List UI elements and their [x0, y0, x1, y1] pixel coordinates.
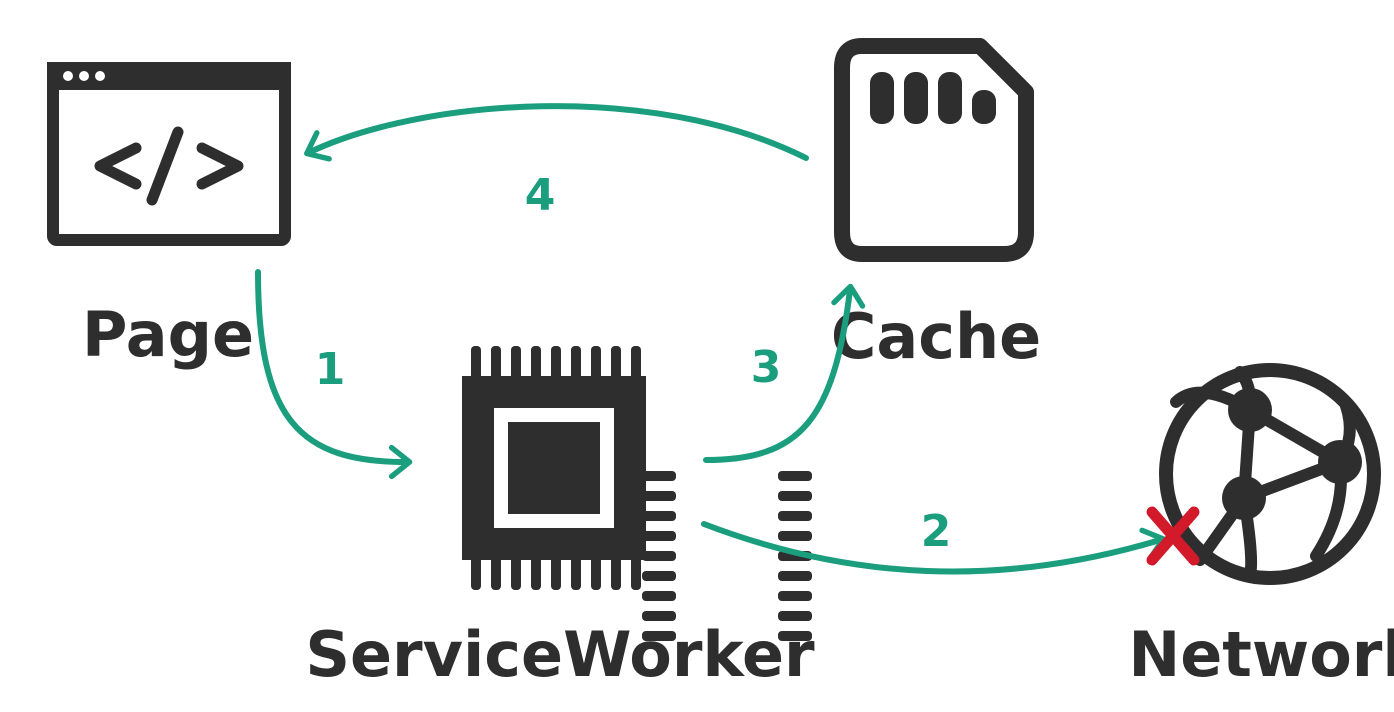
sd-card-icon [834, 38, 1034, 262]
arrow-cache-to-page [304, 103, 809, 162]
chip-pin [778, 491, 812, 501]
chip-pin [511, 556, 521, 590]
chip-pin [778, 511, 812, 521]
step-4-label: 4 [525, 170, 556, 221]
chip-pin [471, 346, 481, 380]
step-3-label: 3 [751, 342, 782, 393]
chip-pin [511, 346, 521, 380]
arrow-service-worker-to-cache [703, 283, 866, 463]
chip-pin [642, 551, 676, 561]
chip-pin [471, 556, 481, 590]
chip-pin [611, 556, 621, 590]
network-label: Network [1128, 618, 1394, 691]
chip-pin [491, 346, 501, 380]
chip-pin [642, 491, 676, 501]
page-label: Page [82, 298, 254, 371]
chip-pin [778, 611, 812, 621]
cache-label: Cache [831, 300, 1041, 373]
chip-pin [778, 571, 812, 581]
chip-pin [642, 571, 676, 581]
arrow-service-worker-to-network [701, 521, 1167, 575]
chip-pin [591, 346, 601, 380]
globe-network-icon [1159, 363, 1381, 585]
step-2-label: 2 [921, 506, 952, 557]
chip-pin [571, 346, 581, 380]
chip-pin [551, 556, 561, 590]
code-window-icon [47, 62, 291, 246]
chip-pin [642, 631, 676, 641]
chip-pin [531, 346, 541, 380]
chip-pin [591, 556, 601, 590]
chip-pin [642, 471, 676, 481]
step-1-label: 1 [315, 344, 346, 395]
service-worker-label: ServiceWorker [305, 618, 815, 691]
chip-pin [778, 591, 812, 601]
arrow-page-to-service-worker [255, 269, 413, 480]
chip-pin [631, 346, 641, 380]
chip-pin [491, 556, 501, 590]
chip-pin [551, 346, 561, 380]
cpu-chip-icon [462, 346, 812, 641]
chip-pin [642, 611, 676, 621]
chip-pin [611, 346, 621, 380]
chip-pin [778, 631, 812, 641]
chip-pin [778, 531, 812, 541]
chip-pin [778, 471, 812, 481]
chip-pin [631, 556, 641, 590]
chip-pin [642, 591, 676, 601]
chip-pin [571, 556, 581, 590]
x-mark-icon [1146, 506, 1200, 566]
chip-pin [531, 556, 541, 590]
chip-pin [642, 511, 676, 521]
chip-pin [642, 531, 676, 541]
